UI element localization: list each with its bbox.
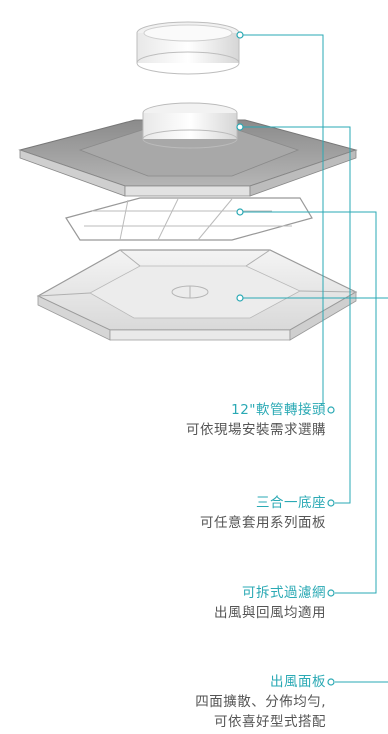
- duct-adapter-desc: 可依現場安裝需求選購: [186, 422, 326, 438]
- base-unit: [18, 102, 358, 197]
- label-supply-panel: 出風面板 四面擴散、分佈均勻, 可依喜好型式搭配: [195, 672, 326, 732]
- supply-panel-name: 出風面板: [270, 674, 326, 690]
- label-base: 三合一底座 可任意套用系列面板: [200, 493, 326, 533]
- duct-adapter-name: 12"軟管轉接頭: [231, 402, 326, 418]
- filter-name: 可拆式過濾網: [242, 585, 326, 601]
- duct-adapter-ring: [136, 21, 240, 75]
- label-dots: [327, 406, 335, 686]
- filter-desc: 出風與回風均適用: [214, 605, 326, 621]
- supply-panel-desc-2: 可依喜好型式搭配: [214, 714, 326, 730]
- label-duct-adapter: 12"軟管轉接頭 可依現場安裝需求選購: [186, 400, 326, 440]
- label-filter: 可拆式過濾網 出風與回風均適用: [214, 583, 326, 623]
- base-name: 三合一底座: [256, 495, 326, 511]
- supply-panel: [36, 249, 358, 341]
- supply-panel-desc-1: 四面擴散、分佈均勻,: [195, 694, 326, 710]
- anchor-dots: [236, 31, 244, 302]
- base-desc: 可任意套用系列面板: [200, 515, 326, 531]
- leader-lines: [240, 34, 388, 683]
- filter-grid: [65, 197, 313, 241]
